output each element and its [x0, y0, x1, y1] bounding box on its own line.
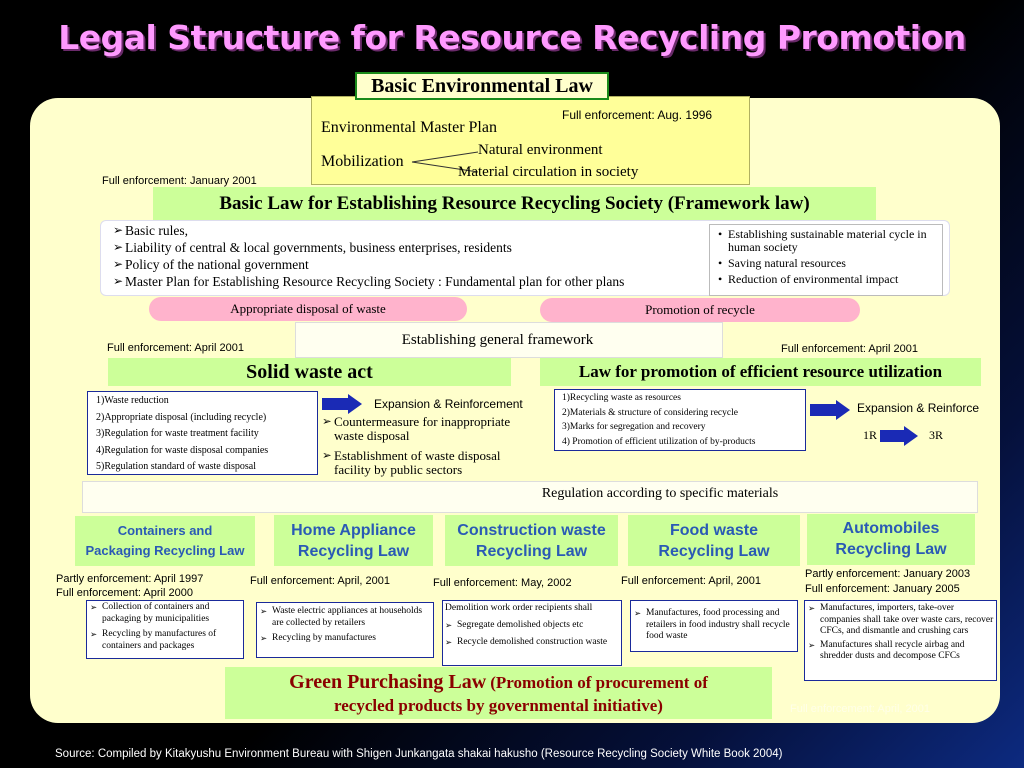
detail-item: Manufactures shall recycle airbag and sh…	[808, 640, 994, 663]
home-appliance-details: Waste electric appliances at households …	[260, 606, 432, 645]
solid-waste-measures: Countermeasure for inappropriate waste d…	[322, 415, 537, 477]
construction-waste-law: Construction waste Recycling Law	[445, 515, 618, 566]
automobiles-law: Automobiles Recycling Law	[807, 514, 975, 565]
food-waste-law: Food waste Recycling Law	[628, 515, 800, 566]
specific-materials-box	[82, 481, 978, 513]
solid-waste-item: 1)Waste reduction	[96, 395, 169, 406]
framework-goal: Reduction of environmental impact	[717, 273, 939, 287]
detail-item: Segregate demolished objects etc	[445, 620, 619, 632]
efficient-expansion-label: Expansion & Reinforce	[857, 401, 980, 415]
law-name-line: Packaging Recycling Law	[85, 543, 245, 558]
framework-enforcement: Full enforcement: January 2001	[102, 175, 257, 187]
solid-waste-items-box	[87, 391, 318, 475]
home-appliance-law: Home Appliance Recycling Law	[274, 515, 433, 566]
enforcement-line: Partly enforcement: January 2003	[805, 568, 971, 580]
construction-details-heading: Demolition work order recipients shall	[445, 603, 593, 613]
efficient-enforcement: Full enforcement: April 2001	[781, 343, 918, 355]
law-name-line: Food waste	[669, 522, 758, 539]
food-waste-details: Manufactures, food processing and retail…	[634, 608, 796, 643]
efficient-items: 1)Recycling waste as resources 2)Materia…	[562, 391, 806, 449]
law-name-line: Recycling Law	[658, 543, 770, 560]
detail-item: Manufactures, food processing and retail…	[634, 608, 796, 643]
framework-item: Master Plan for Establishing Resource Re…	[113, 273, 713, 290]
home-appliance-enforcement: Full enforcement: April, 2001	[250, 575, 391, 587]
source-citation: Source: Compiled by Kitakyushu Environme…	[55, 748, 783, 760]
law-name-line: Containers and	[117, 523, 213, 538]
solid-waste-expansion-label: Expansion & Reinforcement	[374, 397, 523, 411]
automobiles-enforcement: Partly enforcement: January 2003 Full en…	[805, 567, 970, 597]
appropriate-disposal-badge: Appropriate disposal of waste	[149, 297, 467, 321]
1r-to-3r-arrow	[880, 426, 918, 446]
construction-details: Segregate demolished objects etc Recycle…	[445, 620, 619, 648]
solid-waste-enforcement: Full enforcement: April 2001	[107, 342, 244, 354]
framework-goal: Saving natural resources	[717, 257, 939, 271]
framework-items: Basic rules, Liability of central & loca…	[113, 222, 713, 290]
efficient-items-box	[554, 389, 806, 451]
promotion-of-recycle-badge: Promotion of recycle	[540, 298, 860, 322]
law-name-line: Recycling Law	[475, 543, 588, 560]
automobiles-details: Manufactures, importers, take-over compa…	[808, 603, 994, 663]
mobilization-branch-lines	[411, 151, 479, 173]
enforcement-line: Full enforcement: January 2005	[805, 583, 960, 595]
green-purchasing-law-name: Green Purchasing Law	[289, 671, 487, 693]
detail-item: Waste electric appliances at households …	[260, 606, 432, 629]
basic-environmental-law-box	[311, 96, 750, 185]
mobilization: Mobilization	[321, 153, 404, 170]
efficient-utilization-law-label: Law for promotion of efficient resource …	[540, 358, 981, 386]
framework-goals: Establishing sustainable material cycle …	[717, 228, 939, 289]
law-name-line: Recycling Law	[835, 541, 947, 558]
framework-goal: Establishing sustainable material cycle …	[717, 228, 939, 254]
law-name-line: Automobiles	[842, 520, 940, 537]
page-title: Legal Structure for Resource Recycling P…	[58, 18, 966, 57]
containers-details: Collection of containers and packaging b…	[90, 602, 242, 652]
detail-item: Recycling by manufactures of containers …	[90, 629, 242, 652]
detail-item: Manufactures, importers, take-over compa…	[808, 603, 994, 638]
detail-item: Recycle demolished construction waste	[445, 637, 619, 649]
natural-environment: Natural environment	[478, 142, 603, 158]
framework-law-label: Basic Law for Establishing Resource Recy…	[153, 187, 876, 221]
enforcement-line: Full enforcement: April 2000	[56, 587, 193, 599]
efficient-item: 2)Materials & structure of considering r…	[562, 407, 738, 418]
basic-env-enforcement: Full enforcement: Aug. 1996	[562, 108, 713, 122]
solid-waste-items: 1)Waste reduction 2)Appropriate disposal…	[96, 393, 316, 476]
green-purchasing-enforcement: Full enforcement: April, 2001	[790, 703, 931, 715]
construction-details-box	[442, 600, 622, 666]
construction-enforcement: Full enforcement: May, 2002	[433, 577, 572, 589]
solid-waste-act-label: Solid waste act	[108, 358, 511, 386]
1r-label: 1R	[863, 428, 878, 442]
law-name-line: Recycling Law	[297, 543, 410, 560]
framework-item: Policy of the national government	[113, 256, 713, 273]
green-purchasing-law-line2: recycled products by governmental initia…	[334, 696, 663, 715]
efficient-item: 4) Promotion of efficient utilization of…	[562, 436, 756, 447]
solid-waste-item: 3)Regulation for waste treatment facilit…	[96, 428, 259, 439]
solid-waste-item: 2)Appropriate disposal (including recycl…	[96, 411, 267, 423]
solid-waste-measure: Countermeasure for inappropriate waste d…	[322, 415, 537, 443]
3r-label: 3R	[929, 428, 944, 442]
containers-enforcement: Partly enforcement: April 1997 Full enfo…	[56, 572, 203, 600]
detail-item: Collection of containers and packaging b…	[90, 602, 242, 625]
enforcement-line: Partly enforcement: April 1997	[56, 573, 204, 585]
detail-item: Recycling by manufactures	[260, 633, 432, 645]
green-purchasing-law-box: Green Purchasing Law (Promotion of procu…	[225, 667, 772, 719]
solid-waste-measure: Establishment of waste disposal facility…	[322, 449, 537, 477]
green-purchasing-law-line1: (Promotion of procurement of	[490, 673, 708, 692]
containers-packaging-law: Containers and Packaging Recycling Law	[75, 516, 255, 566]
law-name-line: Home Appliance	[291, 522, 416, 539]
efficient-item: 3)Marks for segregation and recovery	[562, 422, 706, 432]
basic-environmental-law-label: Basic Environmental Law	[355, 72, 609, 100]
efficient-item: 1)Recycling waste as resources	[562, 393, 681, 403]
law-name-line: Construction waste	[457, 522, 606, 539]
general-framework-box	[295, 322, 723, 358]
material-circulation: Material circulation in society	[458, 164, 639, 180]
environmental-master-plan: Environmental Master Plan	[321, 119, 497, 136]
solid-waste-item: 5)Regulation standard of waste disposal	[96, 461, 256, 472]
solid-waste-item: 4)Regulation for waste disposal companie…	[96, 444, 269, 456]
efficient-expansion-arrow	[810, 400, 850, 420]
general-framework-label: Establishing general framework	[401, 332, 594, 348]
food-waste-enforcement: Full enforcement: April, 2001	[621, 575, 762, 587]
framework-item: Basic rules,	[113, 222, 713, 239]
solid-waste-expansion-arrow	[322, 394, 362, 414]
framework-item: Liability of central & local governments…	[113, 239, 713, 256]
specific-materials-label: Regulation according to specific materia…	[541, 486, 779, 501]
